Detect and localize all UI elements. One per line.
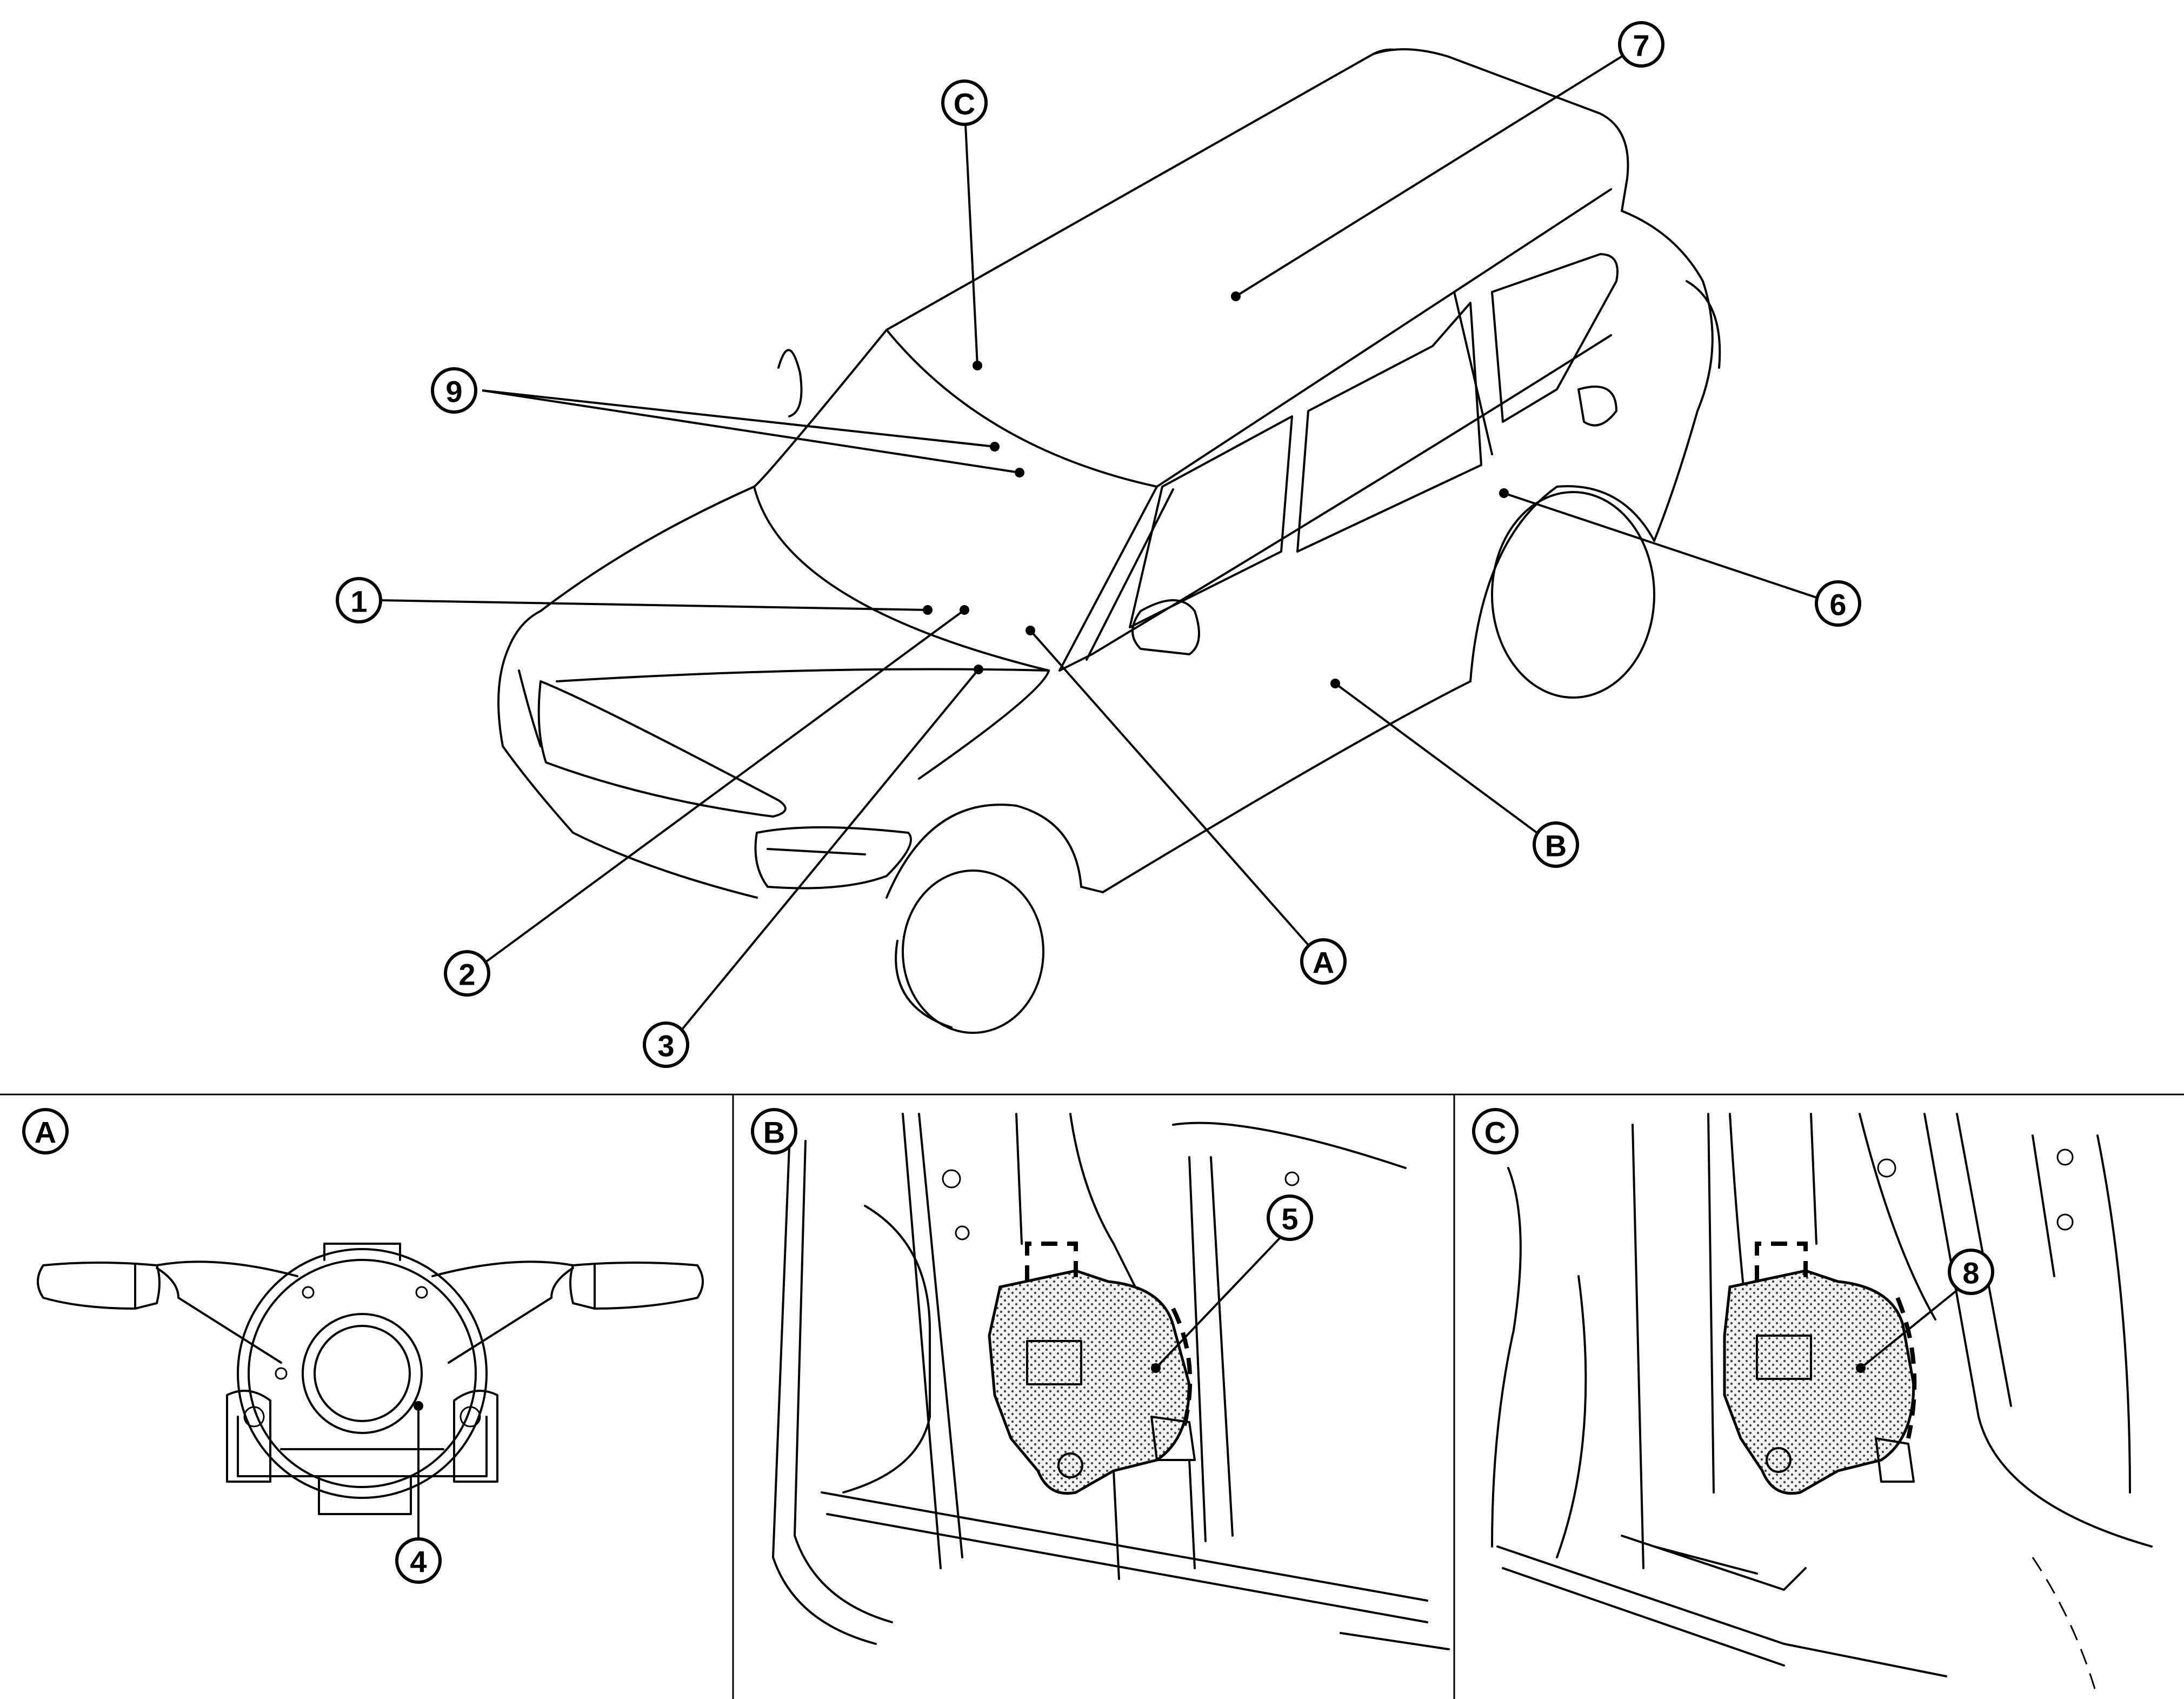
leader-lines bbox=[378, 43, 1833, 1045]
callout-2: 2 bbox=[444, 950, 490, 997]
svg-text:9: 9 bbox=[445, 375, 462, 409]
callout-8: 8 bbox=[1948, 1249, 1994, 1295]
callout-4: 4 bbox=[395, 1537, 442, 1584]
detail-panel-b: B bbox=[751, 1108, 1450, 1650]
callout-3: 3 bbox=[643, 1021, 689, 1068]
svg-text:5: 5 bbox=[1281, 1202, 1298, 1236]
svg-text:C: C bbox=[954, 87, 975, 121]
detail-panel-a: A bbox=[22, 1108, 704, 1584]
callout-A: A bbox=[1300, 938, 1347, 985]
svg-text:3: 3 bbox=[657, 1029, 674, 1063]
svg-text:B: B bbox=[763, 1116, 785, 1150]
svg-text:A: A bbox=[1313, 946, 1334, 980]
svg-text:7: 7 bbox=[1633, 29, 1649, 63]
callout-5: 5 bbox=[1267, 1194, 1313, 1241]
callout-1: 1 bbox=[336, 577, 382, 623]
detail-panel-c: C bbox=[1472, 1108, 2153, 1698]
combination-switch-drawing bbox=[37, 1243, 704, 1515]
callout-6: 6 bbox=[1815, 580, 1861, 627]
svg-text:6: 6 bbox=[1829, 588, 1846, 622]
svg-text:B: B bbox=[1545, 829, 1567, 863]
vehicle-illustration bbox=[497, 48, 1721, 1034]
callout-C: C bbox=[941, 79, 988, 126]
callout-B: B bbox=[1533, 821, 1579, 868]
svg-text:1: 1 bbox=[350, 585, 367, 619]
callout-9: 9 bbox=[431, 367, 477, 414]
b-pillar-structure bbox=[772, 1113, 1450, 1650]
callout-7: 7 bbox=[1618, 21, 1664, 68]
seat-belt-pretensioner-b bbox=[988, 1242, 1196, 1580]
seat-belt-pretensioner-c bbox=[1723, 1242, 1917, 1495]
svg-text:A: A bbox=[35, 1116, 56, 1150]
svg-text:8: 8 bbox=[1962, 1256, 1979, 1290]
svg-text:2: 2 bbox=[458, 958, 475, 992]
svg-text:C: C bbox=[1484, 1116, 1506, 1150]
svg-text:4: 4 bbox=[410, 1545, 427, 1579]
